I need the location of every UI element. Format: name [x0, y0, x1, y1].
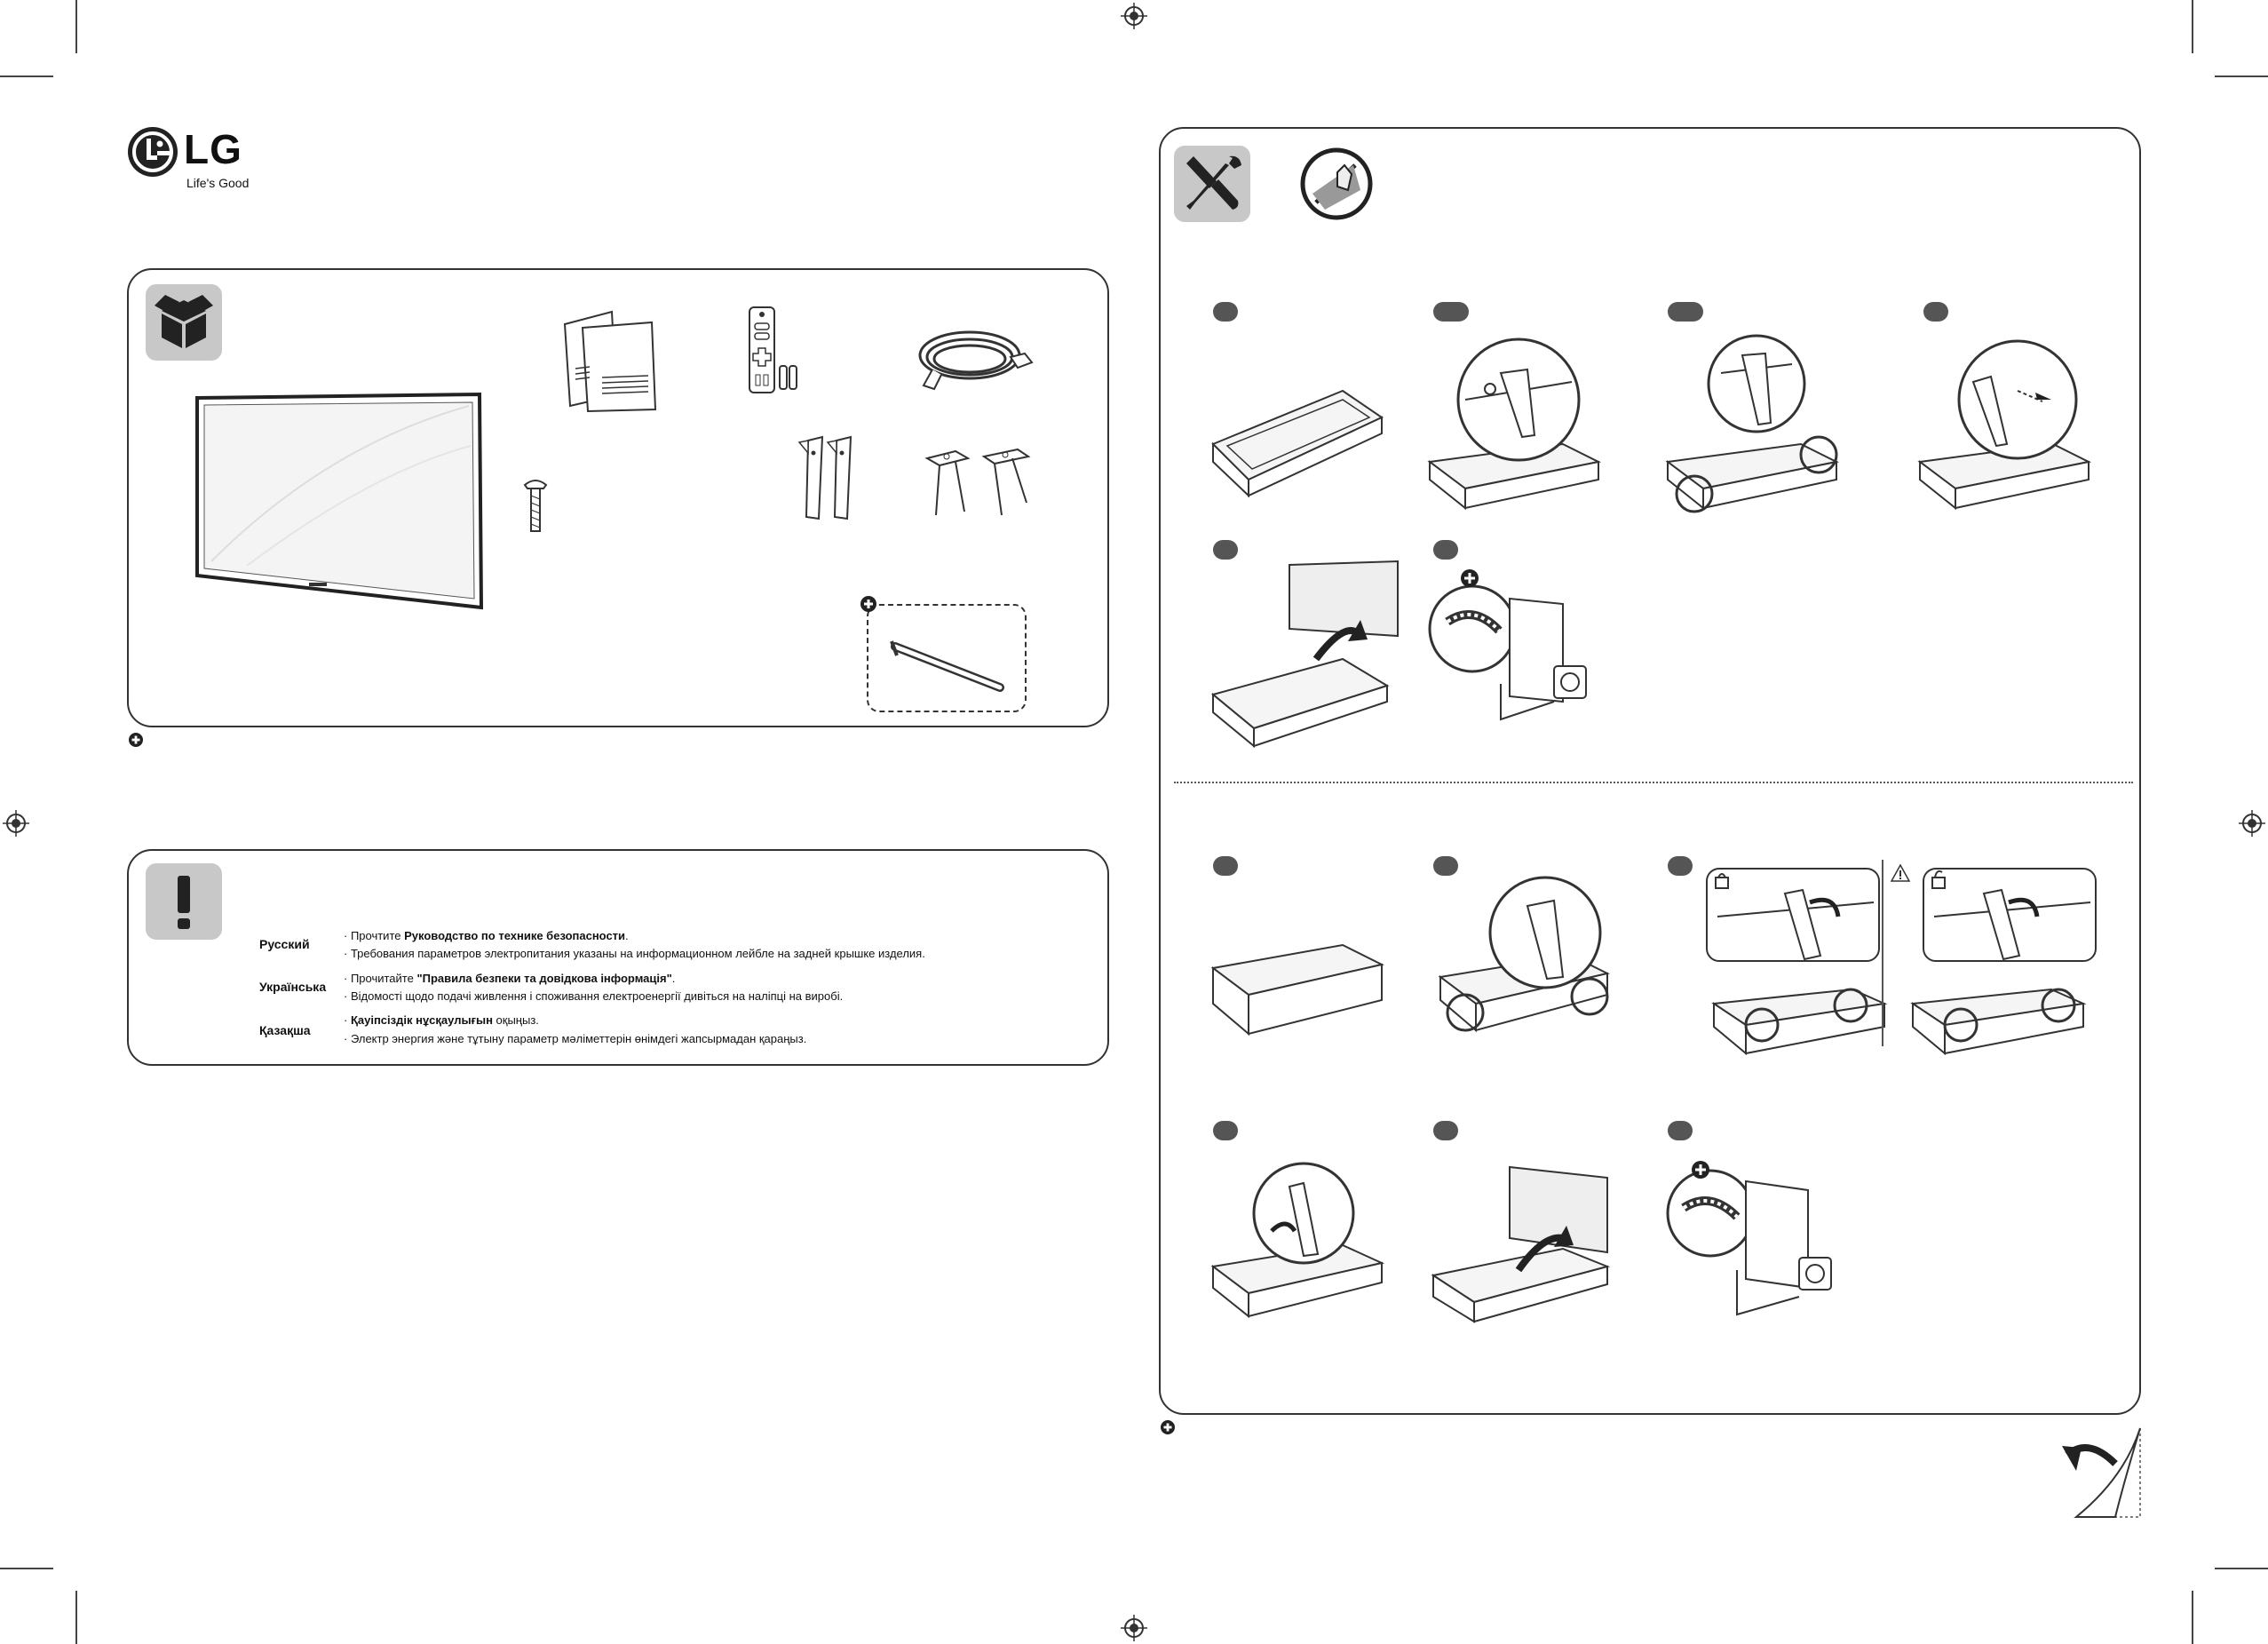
safety-info-panel	[127, 849, 1109, 1066]
package-icon	[146, 284, 222, 361]
plus-circle-icon	[860, 596, 876, 612]
step-attach-stand	[1427, 338, 1602, 511]
step-badge	[1433, 302, 1469, 322]
language-name: Русский	[259, 937, 310, 951]
plus-circle-icon	[1461, 569, 1479, 587]
tv-illustration	[195, 392, 484, 610]
warning-triangle-icon	[1890, 863, 1911, 882]
plus-circle-icon	[129, 733, 143, 747]
manuals-illustration	[563, 310, 657, 413]
registration-mark	[1121, 3, 1147, 29]
crop-mark	[0, 75, 53, 77]
step-badge	[1433, 856, 1458, 876]
safety-line: · Прочитайте "Правила безпеки та довідко…	[344, 972, 676, 985]
crop-mark	[2215, 1568, 2268, 1569]
step-badge	[1213, 540, 1238, 560]
step-badge	[1433, 1121, 1458, 1140]
step-badge	[1923, 302, 1948, 322]
logo-tagline: Life's Good	[186, 176, 250, 190]
safety-line: · Відомості щодо подачі живлення і спожи…	[344, 989, 844, 1003]
tools-icon	[1174, 146, 1250, 222]
screw-illustration	[523, 480, 548, 532]
registration-mark	[1121, 1615, 1147, 1641]
exclamation-icon	[146, 863, 222, 940]
step-insert-screw	[1917, 339, 2092, 511]
step-lift-tv	[1210, 560, 1399, 749]
step-tv-in-box	[1210, 943, 1384, 1036]
step-attach-stand-2	[1665, 334, 1840, 513]
safety-line: · Прочтите Руководство по технике безопа…	[344, 929, 629, 942]
safety-line: · Требования параметров электропитания у…	[344, 947, 925, 960]
comparison-divider	[1882, 860, 1883, 1046]
stand-legs-illustration	[797, 435, 852, 520]
plus-circle-icon	[1692, 1161, 1709, 1179]
page-turn-icon	[2062, 1427, 2141, 1518]
plus-circle-icon	[1161, 1420, 1175, 1434]
registration-mark	[3, 810, 29, 837]
step-lift-tv	[1431, 1165, 1611, 1323]
step-insert-screw	[1210, 1162, 1385, 1319]
cable-holder-illustration	[890, 640, 1004, 692]
crop-mark	[75, 0, 77, 53]
lock-closeup	[1706, 868, 1880, 962]
crop-mark	[75, 1591, 77, 1644]
crop-mark	[2215, 75, 2268, 77]
step-badge	[1668, 856, 1693, 876]
language-name: Українська	[259, 980, 327, 994]
safety-line: · Электр энергия және тұтыну параметр мә…	[344, 1032, 807, 1045]
crop-mark	[2192, 0, 2193, 53]
step-badge	[1433, 540, 1458, 560]
section-divider	[1174, 782, 2133, 783]
step-box-unlock	[1910, 988, 2087, 1056]
crop-mark	[0, 1568, 53, 1569]
optional-item-frame	[867, 604, 1027, 712]
step-badge	[1213, 1121, 1238, 1140]
power-cord-illustration	[918, 330, 1034, 391]
safety-line: · Қауіпсіздік нұсқаулығын оқыңыз.	[344, 1013, 539, 1027]
step-box-lock	[1711, 988, 1888, 1056]
language-name: Қазақша	[259, 1023, 311, 1037]
step-badge	[1213, 856, 1238, 876]
logo-wordmark: LG	[184, 126, 242, 172]
step-badge	[1668, 302, 1703, 322]
remote-illustration	[749, 306, 797, 393]
no-touch-screen-icon	[1300, 147, 1373, 220]
unlock-closeup	[1923, 868, 2097, 962]
stand-legs-alt-illustration	[924, 448, 1031, 516]
step-badge	[1213, 302, 1238, 322]
step-attach-stand	[1438, 876, 1610, 1033]
step-badge	[1668, 1121, 1693, 1140]
registration-mark	[2239, 810, 2265, 837]
lg-logo: LG Life's Good	[127, 126, 305, 197]
step-connect-power	[1428, 584, 1587, 721]
lg-face-icon	[128, 127, 178, 177]
step-tv-in-box	[1211, 389, 1384, 498]
step-connect-power	[1666, 1169, 1832, 1316]
crop-mark	[2192, 1591, 2193, 1644]
